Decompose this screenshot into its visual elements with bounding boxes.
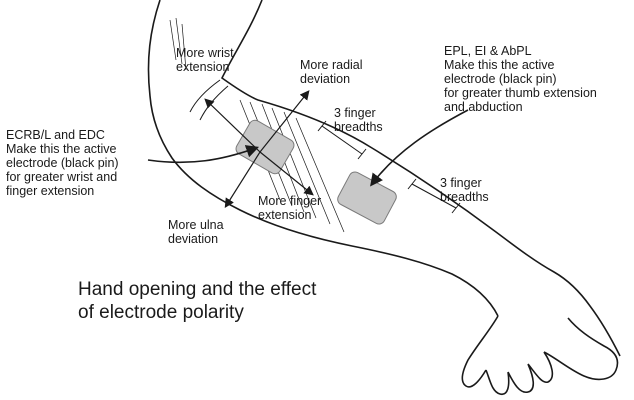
note-line: and abduction xyxy=(444,100,597,114)
label-three-finger-breadths-lower: 3 finger breadths xyxy=(440,176,489,204)
note-line: electrode (black pin) xyxy=(6,156,119,170)
arrow-ulna-deviation xyxy=(226,152,260,206)
label-line: breadths xyxy=(334,120,383,134)
label-more-wrist-extension: More wrist extension xyxy=(176,46,234,74)
elbow-crease xyxy=(190,80,228,120)
label-line: deviation xyxy=(300,72,363,86)
hand-outline xyxy=(462,316,617,394)
label-line: More radial xyxy=(300,58,363,72)
label-line: breadths xyxy=(440,190,489,204)
note-line: for greater wrist and xyxy=(6,170,119,184)
callout-epl-arrow xyxy=(372,110,468,184)
figure-caption: Hand opening and the effect of electrode… xyxy=(78,278,316,324)
note-line: Make this the active xyxy=(6,142,119,156)
note-line: for greater thumb extension xyxy=(444,86,597,100)
label-line: More wrist xyxy=(176,46,234,60)
caption-line: of electrode polarity xyxy=(78,301,316,324)
note-ecrb-edc: ECRB/L and EDC Make this the active elec… xyxy=(6,128,119,198)
label-line: extension xyxy=(176,60,234,74)
label-line: 3 finger xyxy=(440,176,489,190)
label-more-finger-extension: More finger extension xyxy=(258,194,321,222)
label-three-finger-breadths-upper: 3 finger breadths xyxy=(334,106,383,134)
label-line: deviation xyxy=(168,232,224,246)
label-line: More ulna xyxy=(168,218,224,232)
label-line: extension xyxy=(258,208,321,222)
note-line: electrode (black pin) xyxy=(444,72,597,86)
label-more-ulna-deviation: More ulna deviation xyxy=(168,218,224,246)
label-line: 3 finger xyxy=(334,106,383,120)
note-line: finger extension xyxy=(6,184,119,198)
label-line: More finger xyxy=(258,194,321,208)
note-line: Make this the active xyxy=(444,58,597,72)
caption-line: Hand opening and the effect xyxy=(78,278,316,301)
note-epl-ei-abpl: EPL, EI & AbPL Make this the active elec… xyxy=(444,44,597,114)
note-line: EPL, EI & AbPL xyxy=(444,44,597,58)
note-line: ECRB/L and EDC xyxy=(6,128,119,142)
electrode-thumb-extensors xyxy=(336,170,399,226)
label-more-radial-deviation: More radial deviation xyxy=(300,58,363,86)
